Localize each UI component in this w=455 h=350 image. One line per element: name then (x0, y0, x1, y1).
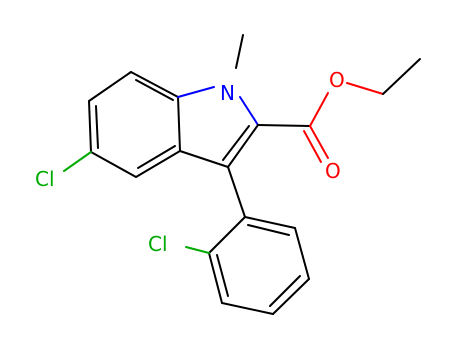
bond-c7-c7a-inner (135, 79, 174, 101)
atom-label-nitrogen: N (220, 81, 235, 105)
bond-c-o-carbonyl-inner (303, 130, 322, 163)
bond-ph-c2-c3-inner (216, 254, 229, 297)
bond-ph-c1-c2 (208, 216, 246, 254)
bond-n1-c2 (239, 96, 259, 126)
bond-c3a-c7a (177, 96, 181, 152)
bond-c-o-ester (309, 92, 329, 127)
bond-c5-c6-inner (95, 105, 99, 149)
bond-c7a-n1 (177, 86, 215, 98)
bond-c4-c5 (90, 151, 137, 178)
atom-label-ring-chlorine: Cl (35, 167, 55, 191)
bond-ph-c6-c1-inner (247, 224, 290, 236)
bond-ethyl-ch2-ch3 (382, 58, 421, 95)
bond-c3a-c4-inner (137, 145, 176, 169)
bond-c6-c7 (88, 71, 132, 102)
bond-c5-c6 (88, 100, 92, 153)
bond-ph-c3-c4 (221, 302, 274, 315)
bond-c2-c3-inner (222, 125, 250, 161)
atom-label-phenyl-chlorine: Cl (148, 232, 168, 256)
bond-c2-carbonyl-c (257, 124, 311, 127)
bond-c3a-c4 (135, 150, 181, 178)
bond-n-methyl (235, 34, 244, 69)
bond-ph-c2-cl (185, 246, 210, 254)
bond-c3-c3a (179, 150, 229, 168)
bond-o-ethyl-ch2 (346, 82, 384, 95)
bond-ph-c6-c1 (244, 216, 296, 229)
bond-c5-cl (63, 151, 92, 172)
bond-c3-phenyl-ipso (227, 166, 246, 218)
atom-label-carbonyl-oxygen: O (325, 159, 341, 183)
bond-c2-c3 (227, 124, 259, 168)
bond-ph-c4-c5 (272, 278, 310, 315)
bond-c7-c7a (130, 71, 179, 98)
bond-ph-c2-c3 (208, 252, 223, 304)
bond-ph-c5-c6 (294, 227, 310, 280)
bond-ph-c4-c5-inner (269, 275, 301, 307)
bond-c-o-carbonyl (309, 125, 329, 159)
atom-label-ester-oxygen: O (329, 68, 345, 92)
